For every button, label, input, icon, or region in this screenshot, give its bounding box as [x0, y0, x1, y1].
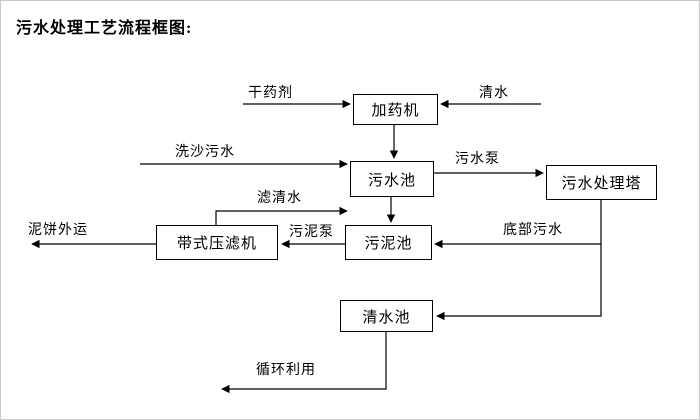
label-filtered-water: 滤清水	[257, 191, 302, 206]
node-treatment-tower: 污水处理塔	[546, 165, 657, 200]
arrow-tower-to-clear-pool	[436, 200, 602, 321]
label-sludge-pump: 污泥泵	[289, 225, 334, 240]
label-recycle-use: 循环利用	[256, 363, 316, 378]
arrow-clear-pool-to-recycle	[221, 332, 387, 394]
label-mud-cake-out: 泥饼外运	[28, 223, 88, 238]
label-sewage-pump: 污水泵	[455, 152, 500, 167]
label-dry-chemical: 干药剂	[248, 86, 293, 101]
label-clear-water: 清水	[479, 86, 509, 101]
node-belt-filter-press: 带式压滤机	[156, 225, 278, 260]
arrow-filtered-water-to-sewage-pool	[215, 206, 348, 225]
label-sand-wash-sewage: 洗沙污水	[175, 145, 235, 160]
node-sludge-pool: 污泥池	[345, 225, 432, 260]
node-sewage-pool: 污水池	[350, 161, 434, 197]
label-bottom-sewage: 底部污水	[503, 223, 563, 238]
node-dosing-machine: 加药机	[353, 94, 438, 125]
node-clear-water-pool: 清水池	[340, 300, 433, 332]
diagram-title: 污水处理工艺流程框图:	[16, 20, 193, 37]
